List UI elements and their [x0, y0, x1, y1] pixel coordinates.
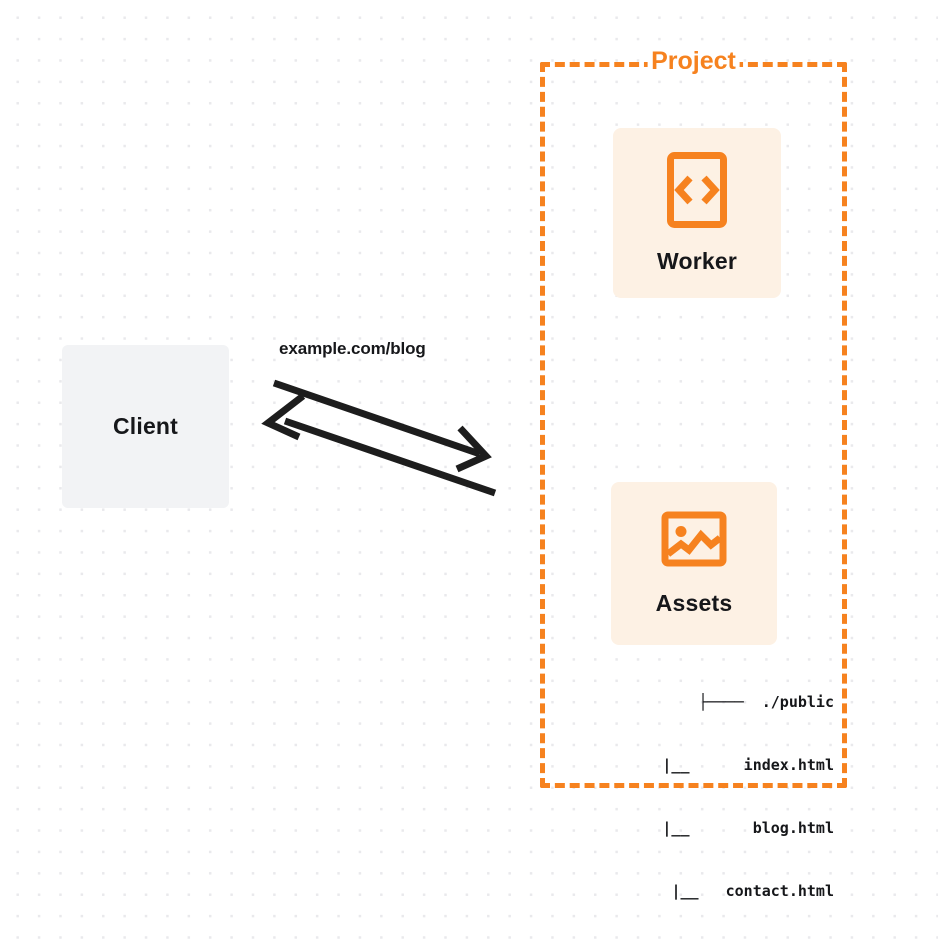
group-project: Project Worker Assets: [540, 46, 847, 900]
node-worker-label: Worker: [656, 248, 738, 274]
image-icon: [661, 511, 727, 572]
file-tree-line: |__ index.html: [662, 756, 834, 774]
arrow-response: [261, 393, 497, 497]
assets-file-tree: ├──── ./public |__ index.html |__ blog.h…: [584, 650, 834, 944]
edge-label-request-url: example.com/blog: [279, 339, 426, 358]
node-client[interactable]: Client: [62, 345, 229, 508]
file-tree-line: ├──── ./public: [698, 693, 834, 711]
group-project-title: Project: [647, 46, 740, 76]
node-client-label: Client: [112, 413, 179, 439]
arrow-request: [272, 379, 492, 473]
node-assets[interactable]: Assets: [611, 482, 777, 645]
file-tree-line: |__ contact.html: [671, 882, 834, 900]
node-worker[interactable]: Worker: [613, 128, 781, 298]
file-tree-line: |__ blog.html: [662, 819, 834, 837]
node-assets-label: Assets: [655, 589, 733, 616]
diagram-canvas: Client example.com/blog Project: [62, 46, 847, 900]
code-brackets-icon: [666, 151, 728, 234]
